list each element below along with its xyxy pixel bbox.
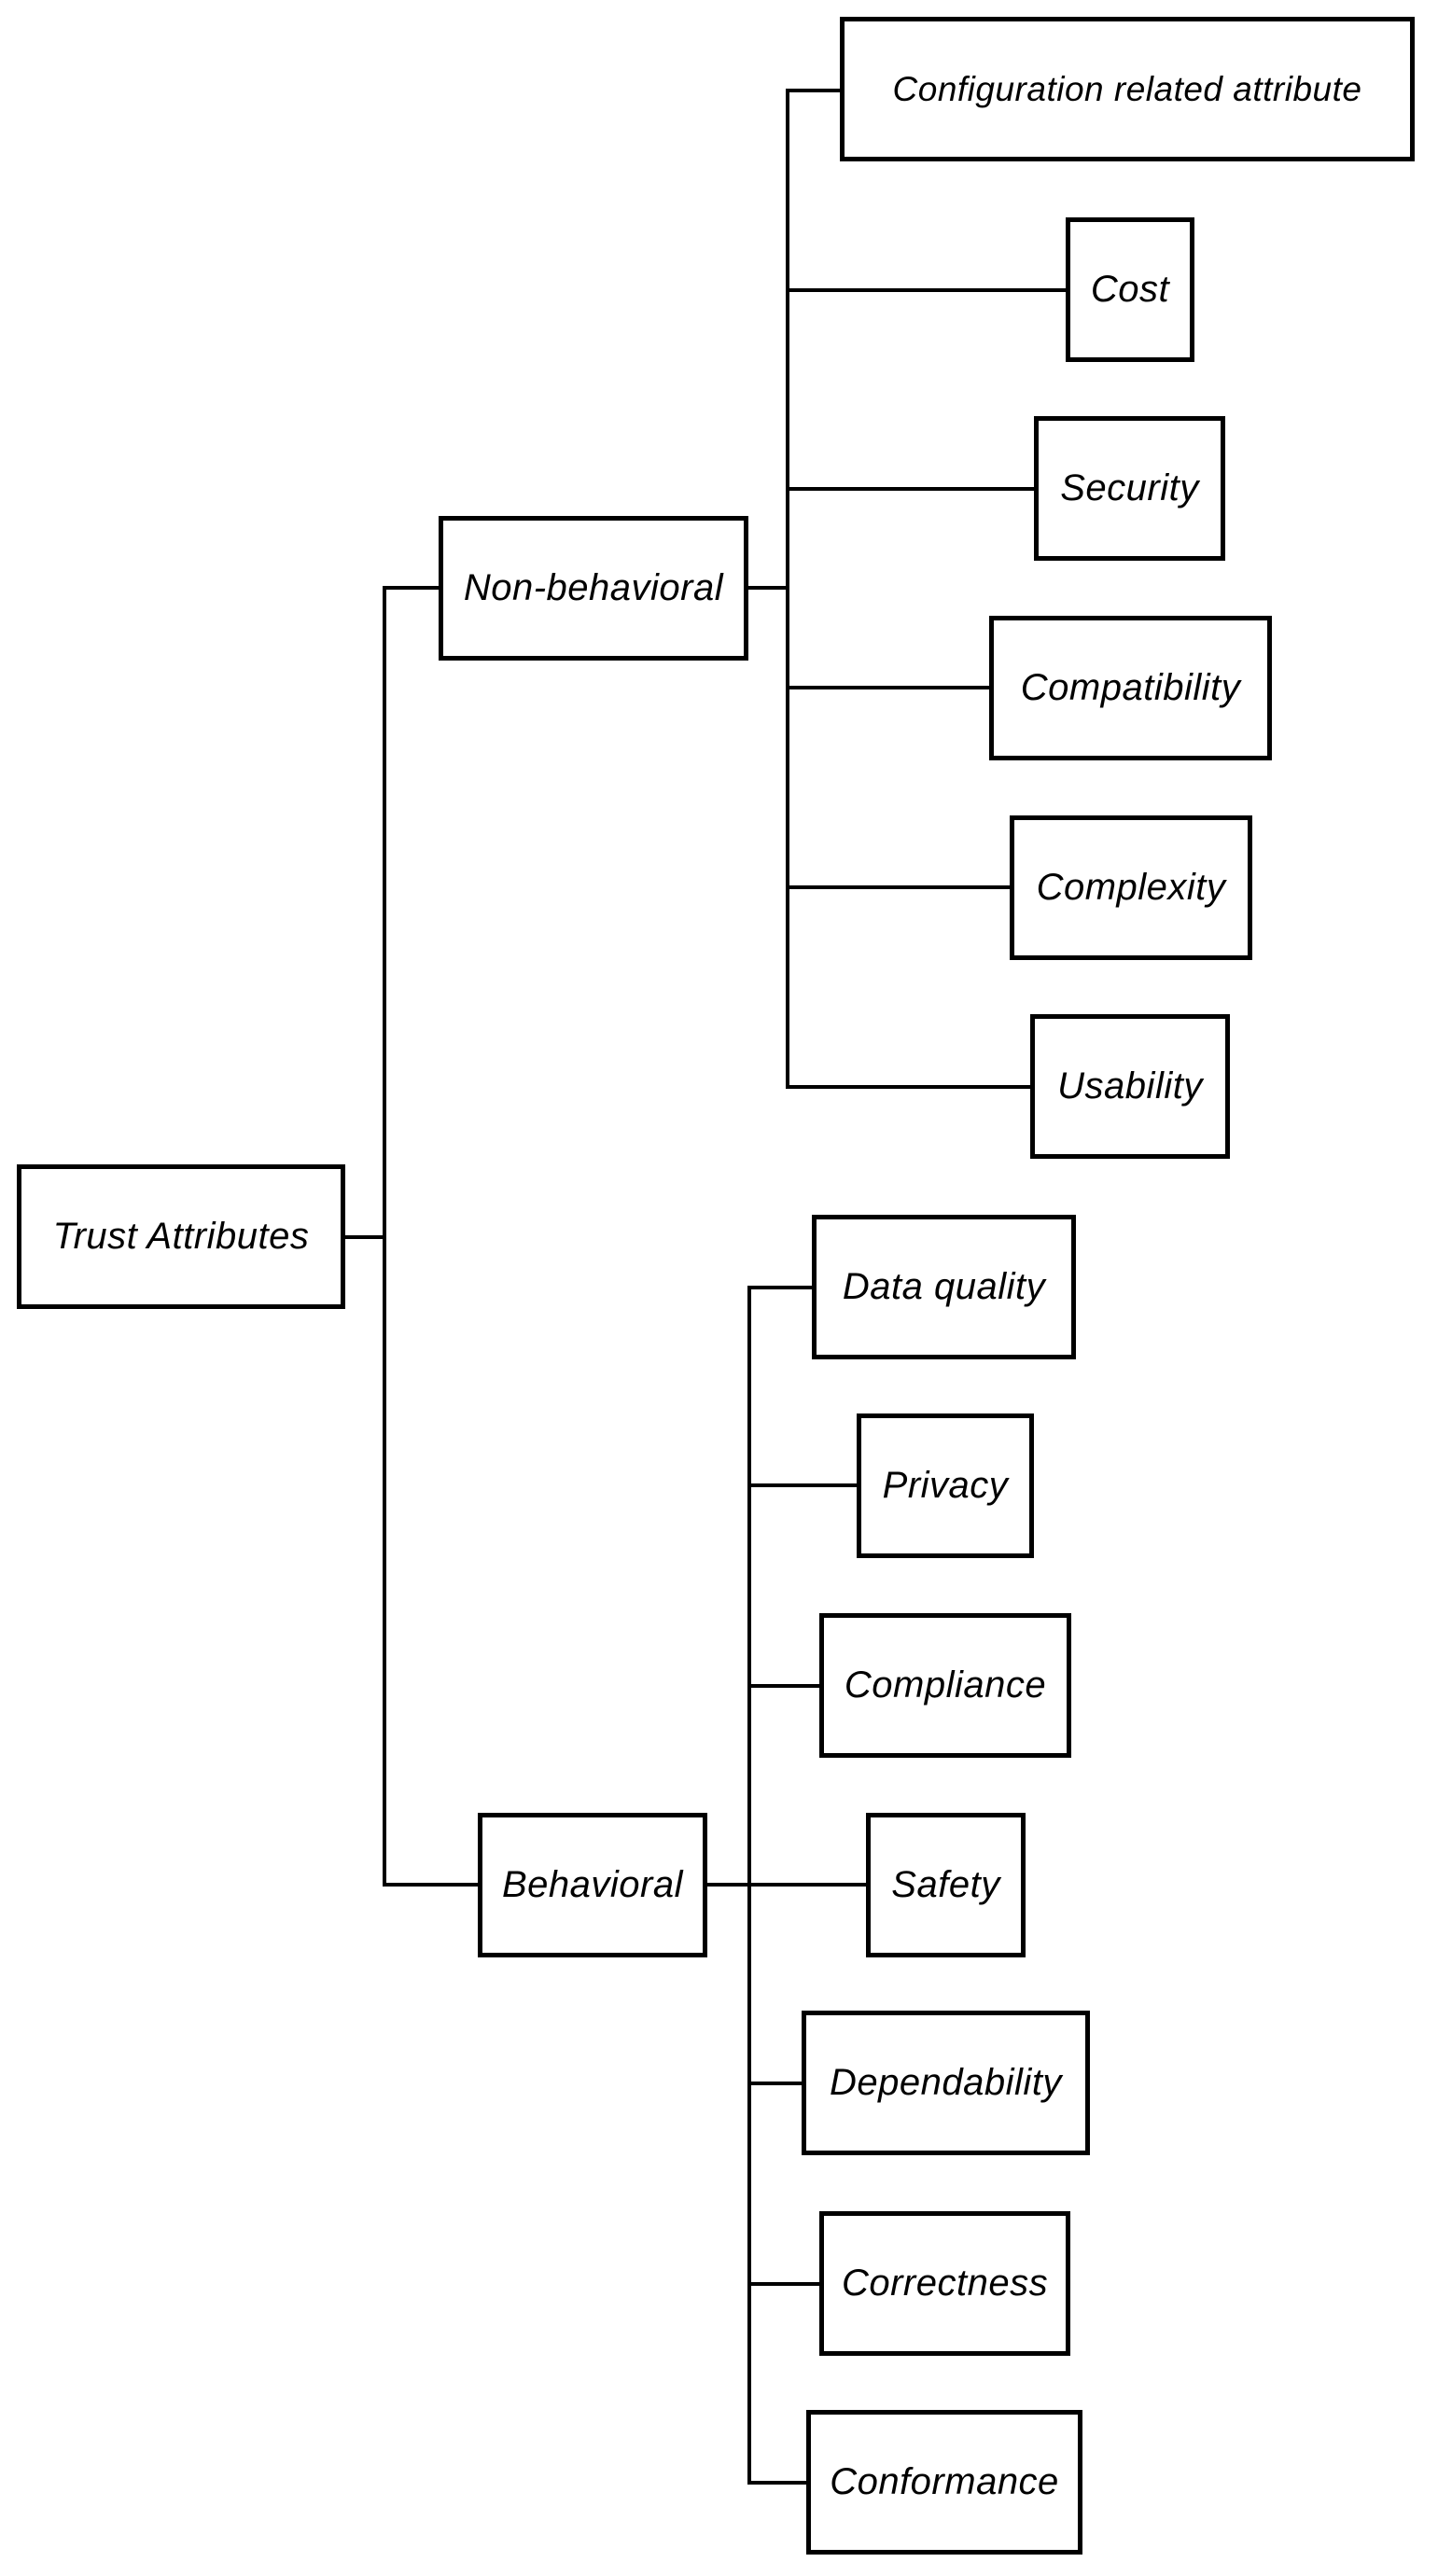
connector-security	[786, 487, 1034, 491]
connector-conformance	[747, 2481, 806, 2485]
connector-nonbehavioral-left	[383, 586, 439, 590]
connector-configuration	[786, 89, 840, 92]
connector-behavioral-left	[383, 1883, 478, 1887]
node-conformance-label: Conformance	[830, 2461, 1059, 2502]
node-security-label: Security	[1060, 467, 1199, 508]
connector-behavioral-right	[707, 1883, 751, 1887]
node-configuration-related-attribute-label: Configuration related attribute	[892, 69, 1362, 108]
node-cost: Cost	[1066, 217, 1194, 362]
connector-nonbehavioral-trunk-vertical	[786, 89, 789, 1089]
node-complexity: Complexity	[1010, 815, 1252, 960]
node-dependability: Dependability	[802, 2011, 1090, 2155]
connector-compliance	[747, 1684, 819, 1688]
node-conformance: Conformance	[806, 2410, 1082, 2555]
node-data-quality: Data quality	[812, 1215, 1076, 1359]
node-safety-label: Safety	[891, 1864, 1000, 1905]
node-compatibility-label: Compatibility	[1020, 667, 1241, 708]
node-privacy-label: Privacy	[882, 1465, 1009, 1506]
node-non-behavioral: Non-behavioral	[439, 516, 748, 661]
node-correctness: Correctness	[819, 2211, 1070, 2356]
node-configuration-related-attribute: Configuration related attribute	[840, 17, 1415, 161]
connector-usability	[786, 1085, 1030, 1089]
connector-compatibility	[786, 686, 989, 689]
connector-dependability	[747, 2082, 802, 2085]
node-behavioral: Behavioral	[478, 1813, 707, 1957]
node-safety: Safety	[866, 1813, 1026, 1957]
node-trust-attributes-label: Trust Attributes	[52, 1216, 310, 1257]
connector-root-stub	[345, 1235, 386, 1239]
connector-privacy	[747, 1483, 857, 1487]
connector-complexity	[786, 885, 1010, 889]
connector-cost	[786, 288, 1066, 292]
node-compliance-label: Compliance	[844, 1664, 1047, 1706]
node-behavioral-label: Behavioral	[501, 1864, 683, 1905]
connector-nonbehavioral-right	[748, 586, 789, 590]
connector-safety	[747, 1883, 866, 1887]
connector-data-quality	[747, 1286, 812, 1289]
node-privacy: Privacy	[857, 1413, 1034, 1558]
node-usability-label: Usability	[1057, 1065, 1203, 1107]
node-cost-label: Cost	[1090, 269, 1170, 310]
node-dependability-label: Dependability	[830, 2062, 1062, 2103]
node-data-quality-label: Data quality	[842, 1266, 1046, 1307]
node-correctness-label: Correctness	[841, 2263, 1049, 2304]
node-non-behavioral-label: Non-behavioral	[463, 567, 724, 608]
node-trust-attributes: Trust Attributes	[17, 1164, 345, 1309]
connector-correctness	[747, 2282, 819, 2286]
node-security: Security	[1034, 416, 1225, 561]
node-compatibility: Compatibility	[989, 616, 1272, 760]
node-usability: Usability	[1030, 1014, 1230, 1159]
node-compliance: Compliance	[819, 1613, 1071, 1758]
node-complexity-label: Complexity	[1036, 867, 1226, 908]
